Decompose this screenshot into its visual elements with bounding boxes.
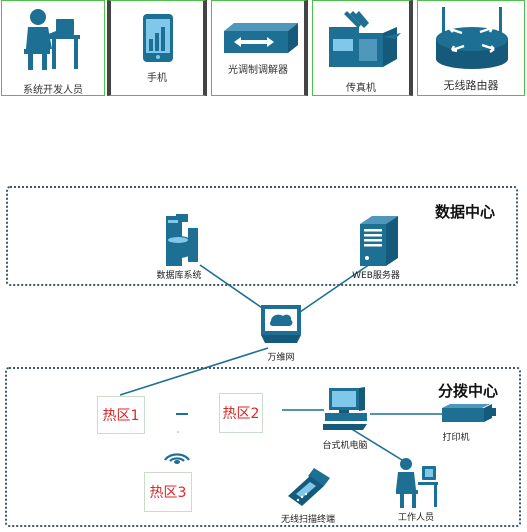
internet-label: 万维网 — [267, 353, 295, 363]
database-label: 数据库系统 — [156, 271, 202, 281]
branch-center-title: 分拨中心 — [438, 382, 499, 400]
legend-label-phone: 手机 — [147, 73, 167, 84]
legend-label-fax: 传真机 — [346, 83, 376, 94]
data-center-title: 数据中心 — [435, 203, 496, 221]
hotspot-1[interactable]: 热区1 — [97, 396, 145, 434]
desktop-computer-icon — [323, 387, 367, 430]
legend-router: 无线路由器 — [417, 0, 525, 96]
legend-phone: 手机 — [107, 0, 207, 96]
server-icon — [360, 216, 398, 266]
legend-label-developer: 系统开发人员 — [23, 85, 83, 96]
handheld-scanner-icon — [288, 468, 330, 506]
legend-fax: 传真机 — [312, 0, 413, 96]
developer-icon — [24, 9, 80, 70]
worker-label: 工作人员 — [397, 513, 435, 523]
worker-icon — [396, 458, 438, 508]
legend-label-router: 无线路由器 — [443, 79, 499, 92]
legend-modem: 光调制调解器 — [211, 0, 308, 96]
scanner-label: 无线扫描终端 — [280, 515, 336, 525]
desktop-label: 台式机电脑 — [322, 441, 368, 451]
hotspot-2[interactable]: 热区2 — [219, 393, 263, 433]
printer-label: 打印机 — [442, 433, 470, 443]
legend-developer: 系统开发人员 — [1, 0, 105, 96]
database-icon — [166, 214, 198, 266]
modem-icon — [224, 23, 298, 53]
monitor-icon — [261, 305, 301, 343]
wifi-signal-icon — [164, 453, 190, 464]
mobile-phone-icon — [143, 14, 173, 62]
wireless-router-icon — [436, 7, 508, 69]
data-center-region — [6, 186, 518, 286]
fax-icon — [329, 11, 401, 67]
web-server-label: WEB服务器 — [352, 271, 400, 281]
hotspot-3[interactable]: 热区3 — [144, 472, 192, 512]
printer-icon — [442, 404, 496, 422]
branch-center-region — [5, 367, 521, 527]
legend-label-modem: 光调制调解器 — [228, 65, 288, 76]
